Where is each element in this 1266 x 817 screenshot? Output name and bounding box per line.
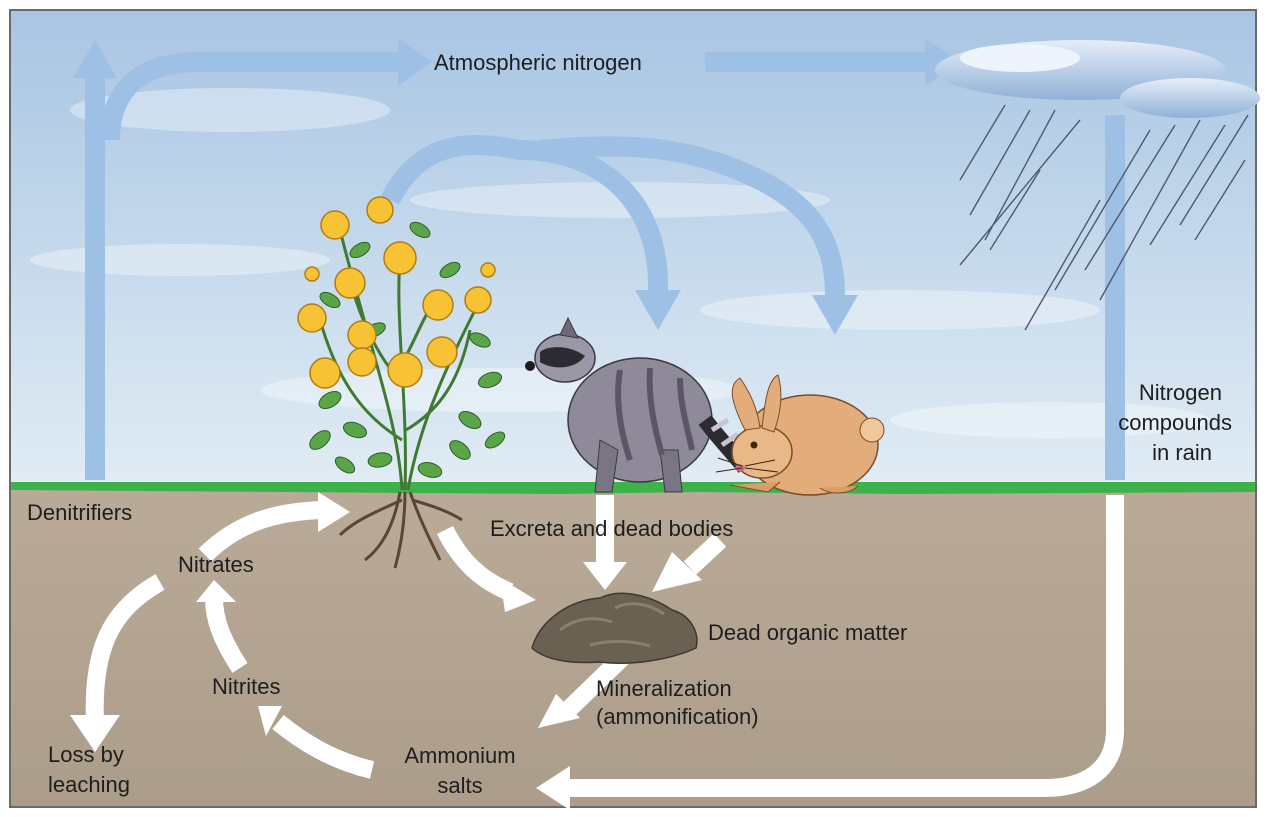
label-loss-2: leaching (48, 772, 130, 797)
label-ammonium-2: salts (437, 773, 482, 798)
label-denitrifiers: Denitrifiers (27, 500, 132, 525)
label-nitrates: Nitrates (178, 552, 254, 577)
label-nitrogen-compounds-2: compounds (1118, 410, 1232, 435)
label-nitrogen-compounds-1: Nitrogen (1139, 380, 1222, 405)
label-excreta: Excreta and dead bodies (490, 516, 733, 541)
label-nitrites: Nitrites (212, 674, 280, 699)
label-atmospheric-nitrogen: Atmospheric nitrogen (434, 50, 642, 75)
label-mineralization-2: (ammonification) (596, 704, 759, 729)
label-loss-1: Loss by (48, 742, 124, 767)
label-dead-organic-matter: Dead organic matter (708, 620, 907, 645)
label-ammonium-1: Ammonium (404, 743, 515, 768)
label-mineralization-1: Mineralization (596, 676, 732, 701)
label-nitrogen-compounds-3: in rain (1152, 440, 1212, 465)
